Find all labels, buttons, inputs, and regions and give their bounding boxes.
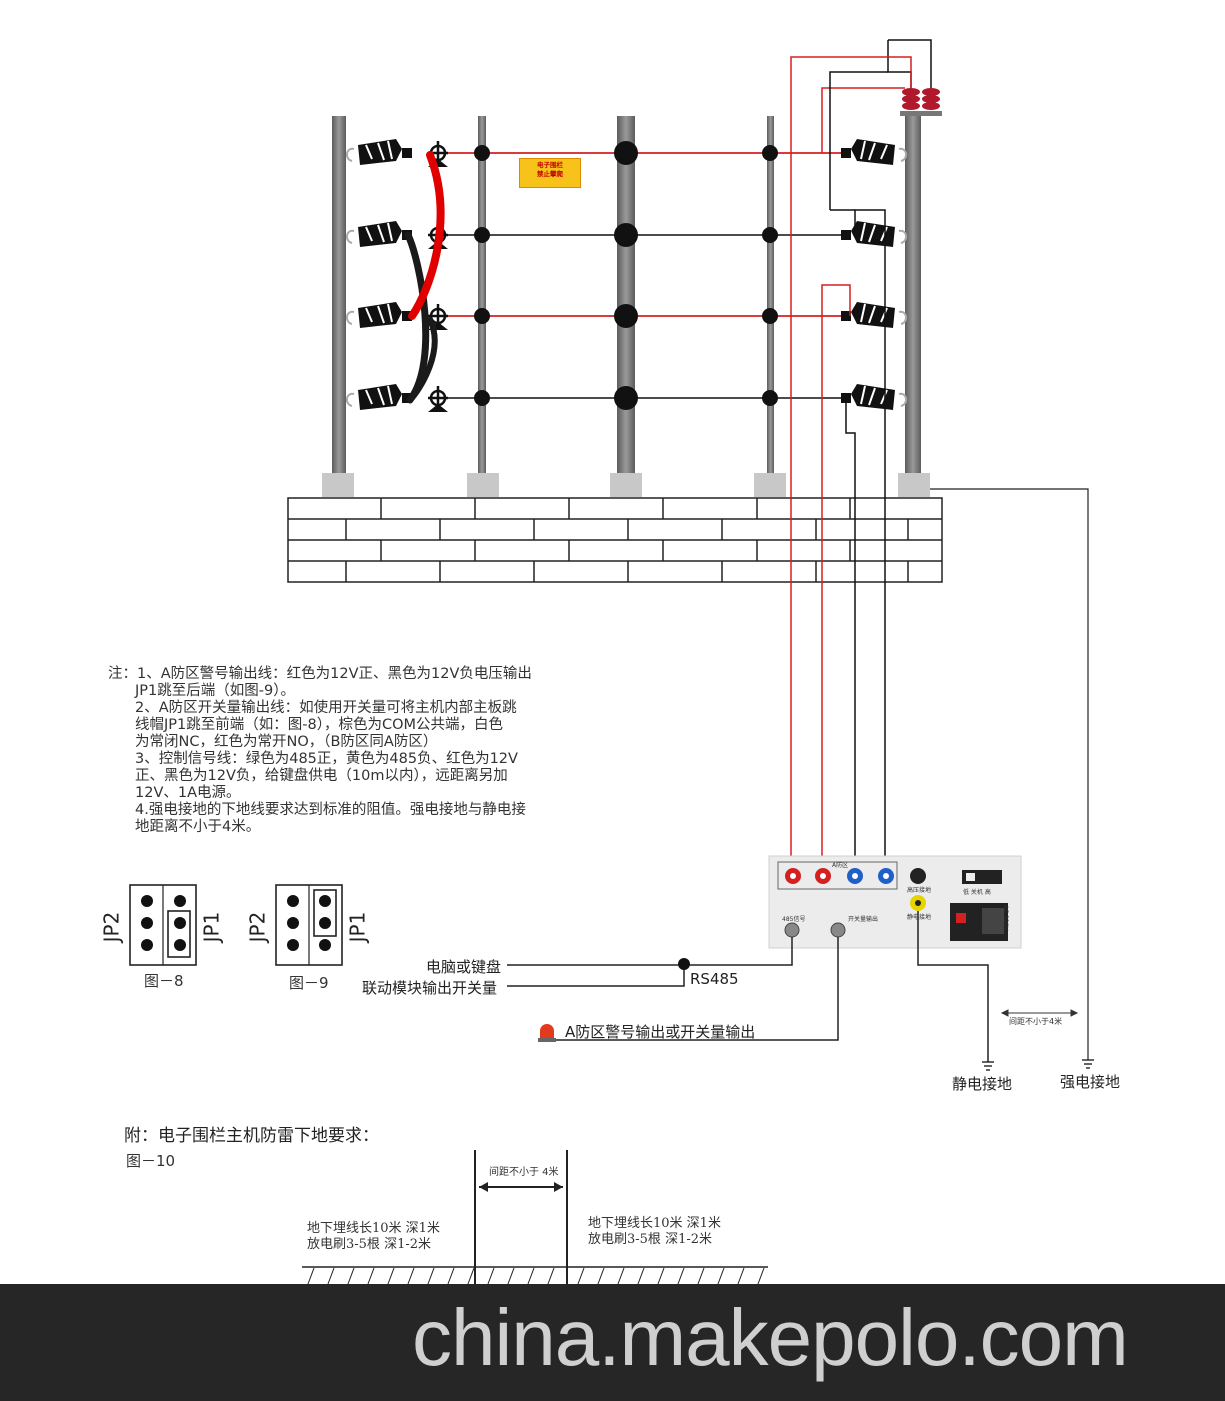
footer-bar	[0, 1284, 1225, 1401]
esd-terminal-label: 静电接地	[907, 914, 932, 921]
hv-ground-label: 强电接地	[1060, 1073, 1121, 1091]
end-post-right	[905, 116, 921, 476]
jp2-label-fig9: JP2	[245, 911, 270, 943]
post-base	[610, 473, 642, 497]
fig10-distance-label: 间距不小于 4米	[489, 1167, 559, 1178]
ground-distance-label: 间距不小于4米	[1009, 1017, 1063, 1026]
appendix-title: 附：电子围栏主机防雷下地要求：	[124, 1126, 379, 1146]
pc-keyboard-label: 电脑或键盘	[426, 958, 502, 976]
hv-ground-line	[930, 488, 1089, 1060]
signal-connector-label: 485信号	[782, 916, 806, 923]
note-line: 12V、1A电源。	[135, 785, 241, 801]
post-base	[322, 473, 354, 497]
post-base	[898, 473, 930, 497]
fence-wires	[438, 152, 850, 399]
jp1-label-fig8: JP1	[199, 911, 224, 943]
jumper-fig8	[129, 884, 197, 966]
rs485-label: RS485	[690, 970, 739, 988]
lightning-arresters	[887, 39, 940, 110]
note-line: 地距离不小于4米。	[135, 819, 261, 835]
warning-sign-text: 电子围栏 禁止攀爬	[537, 161, 563, 179]
note-line: 为常闭NC，红色为常开NO，（B防区同A防区）	[135, 734, 438, 750]
esd-ground-label: 静电接地	[952, 1075, 1013, 1093]
sign-line-1: 电子围栏	[537, 161, 563, 169]
hv-terminal-label: 高压接地	[907, 887, 932, 894]
right-burial-line: 地下埋线长10米 深1米	[588, 1216, 721, 1231]
post-base	[467, 473, 499, 497]
fence-posts	[322, 111, 942, 497]
warning-sign	[519, 158, 581, 188]
jumper-fig9	[275, 884, 343, 966]
fig10-left-text: 地下埋线长10米 深1米 放电刷3-5根 深1-2米	[307, 1221, 440, 1253]
note-line: 3、控制信号线：绿色为485正，黄色为485负、红色为12V	[135, 751, 518, 767]
fig9-caption: 图－9	[289, 974, 329, 992]
ground-distance-arrow	[1000, 1009, 1079, 1017]
footer-watermark: china.makepolo.com	[412, 1293, 1129, 1382]
host-leads	[790, 56, 912, 870]
brick-wall	[287, 497, 943, 583]
jp1-label-fig9: JP1	[345, 911, 370, 943]
note-line: 线帽JP1跳至前端（如：图-8），棕色为COM公共端，白色	[135, 717, 503, 733]
fig10-right-text: 地下埋线长10米 深1米 放电刷3-5根 深1-2米	[588, 1216, 721, 1248]
wiring-notes: 注：1、A防区警号输出线：红色为12V正、黑色为12V负电压输出 JP1跳至后端…	[108, 666, 588, 836]
power-switch-label: 低 关机 高	[963, 889, 991, 896]
mains-label: AC 220V	[1002, 905, 1009, 931]
linkage-label: 联动模块输出开关量	[362, 979, 498, 997]
note-line: 4.强电接地的下地线要求达到标准的阻值。强电接地与静电接	[135, 802, 526, 818]
left-brush-line: 放电刷3-5根 深1-2米	[307, 1237, 432, 1252]
fig8-caption: 图－8	[144, 972, 184, 990]
mid-post-1	[478, 116, 486, 476]
end-post-left	[332, 116, 346, 476]
alarm-beacon	[538, 1024, 556, 1042]
zone-terminals	[785, 868, 894, 884]
hv-ground-terminal	[910, 868, 926, 884]
rs485-connector	[784, 922, 800, 938]
note-line: 正、黑色为12V负，给键盘供电（10m以内），远距离另加	[135, 768, 508, 784]
ground-icon	[982, 1059, 1094, 1071]
fig10-caption: 图－10	[126, 1152, 176, 1170]
mid-post-3	[767, 116, 774, 476]
wire-holders	[474, 141, 778, 410]
host-panel	[768, 855, 1022, 949]
left-burial-line: 地下埋线长10米 深1米	[307, 1221, 440, 1236]
alarm-output-label: A防区警号输出或开关量输出	[565, 1023, 756, 1041]
switch-connector-label: 开关量输出	[848, 916, 879, 923]
signal-wiring	[507, 911, 989, 1062]
lightning-arrester-base	[900, 111, 942, 116]
note-line: 2、A防区开关量输出线：如使用开关量可将主机内部主板跳	[135, 700, 517, 716]
post-base	[754, 473, 786, 497]
mid-post-2	[617, 116, 635, 476]
right-brush-line: 放电刷3-5根 深1-2米	[588, 1232, 713, 1247]
note-line: JP1跳至后端（如图-9）。	[135, 683, 295, 699]
jumper-cables	[404, 151, 445, 404]
fig10-ground-diagram	[302, 1150, 768, 1285]
zone-a-label: A防区	[832, 862, 849, 869]
jp2-label-fig8: JP2	[99, 911, 124, 943]
rs485-junction	[678, 958, 690, 970]
sign-line-2: 禁止攀爬	[537, 170, 563, 178]
note-line: 注：1、A防区警号输出线：红色为12V正、黑色为12V负电压输出	[108, 666, 532, 682]
switch-output-connector	[830, 922, 846, 938]
